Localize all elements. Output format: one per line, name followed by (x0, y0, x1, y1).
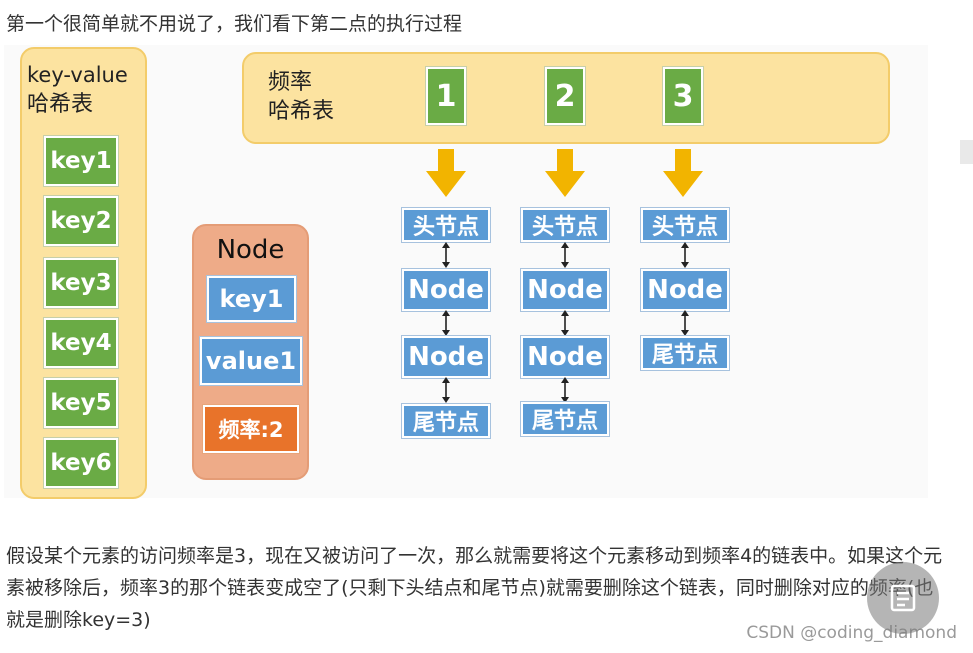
floating-action-button[interactable] (867, 562, 939, 634)
list-tail-node: 尾节点 (521, 402, 609, 436)
list-node: Node (521, 269, 609, 311)
node-panel-title: Node (216, 235, 285, 265)
list-node: Node (402, 336, 490, 378)
kv-key-box: key3 (44, 258, 118, 308)
freq-table-title: 频率 哈希表 (268, 68, 334, 126)
list-node: Node (521, 336, 609, 378)
kv-key-box: key4 (44, 318, 118, 368)
double-arrow-icon (442, 242, 450, 268)
list-tail-node: 尾节点 (402, 404, 490, 438)
kv-table-title: key-value 哈希表 (27, 61, 128, 119)
list-tail-node: 尾节点 (641, 336, 729, 370)
node-value-box: value1 (200, 337, 302, 385)
double-arrow-icon (681, 310, 689, 336)
kv-table-title-line1: key-value (27, 63, 128, 87)
kv-key-box: key1 (44, 136, 118, 186)
intro-text: 第一个很简单就不用说了，我们看下第二点的执行过程 (6, 13, 463, 35)
node-freq-box: 频率:2 (203, 405, 299, 453)
freq-table-title-line1: 频率 (268, 70, 313, 95)
double-arrow-icon (442, 377, 450, 403)
kv-key-box: key5 (44, 378, 118, 428)
list-head-node: 头节点 (521, 208, 609, 242)
freq-table-title-line2: 哈希表 (268, 99, 335, 124)
freq-box: 2 (545, 67, 585, 125)
list-node: Node (641, 269, 729, 311)
double-arrow-icon (561, 310, 569, 336)
document-icon (890, 584, 916, 612)
double-arrow-icon (561, 242, 569, 268)
down-arrow-icon (545, 149, 585, 197)
node-key-box: key1 (207, 276, 296, 322)
side-tab[interactable] (960, 140, 973, 164)
kv-table-title-line2: 哈希表 (27, 92, 94, 117)
list-node: Node (402, 269, 490, 311)
double-arrow-icon (442, 310, 450, 336)
kv-key-box: key2 (44, 196, 118, 246)
kv-key-box: key6 (44, 438, 118, 488)
double-arrow-icon (681, 242, 689, 268)
down-arrow-icon (663, 149, 703, 197)
freq-box: 3 (663, 67, 703, 125)
list-head-node: 头节点 (402, 208, 490, 242)
explanation-paragraph: 假设某个元素的访问频率是3，现在又被访问了一次，那么就需要将这个元素移动到频率4… (6, 545, 943, 631)
freq-box: 1 (426, 67, 466, 125)
double-arrow-icon (561, 377, 569, 403)
down-arrow-icon (426, 149, 466, 197)
list-head-node: 头节点 (641, 208, 729, 242)
